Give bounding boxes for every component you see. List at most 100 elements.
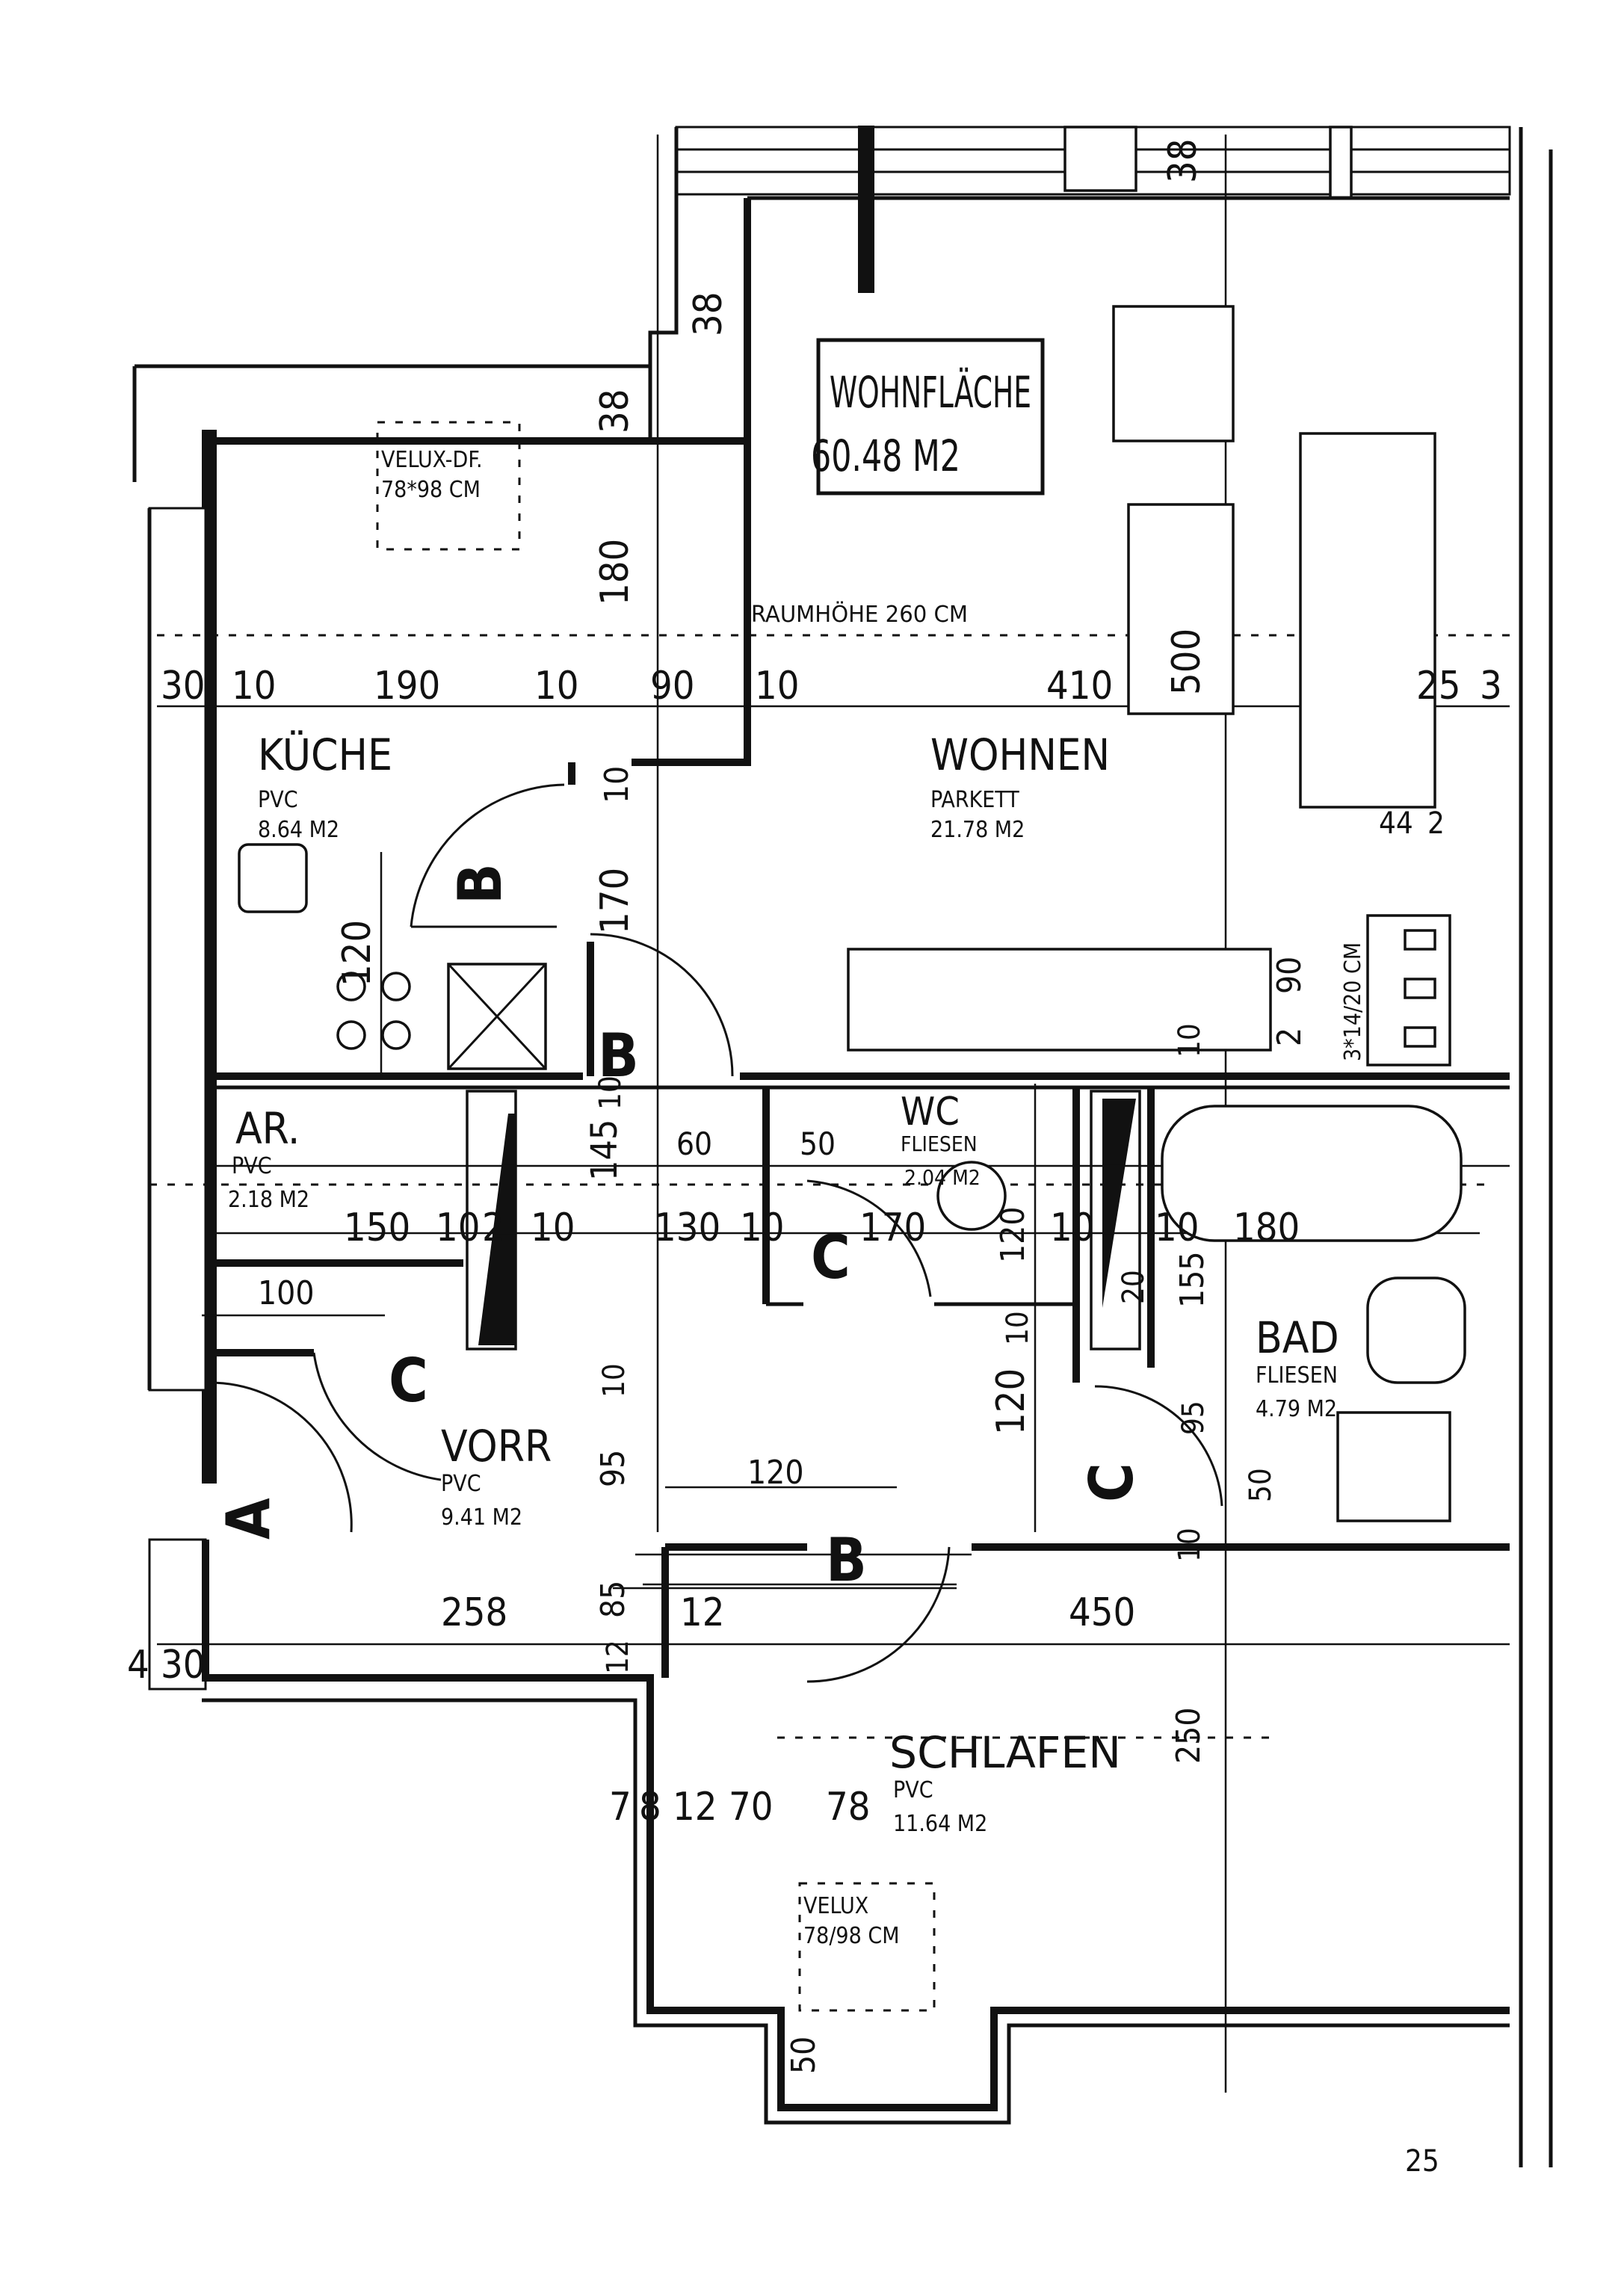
dim-78: 78 xyxy=(826,1785,871,1830)
dim-10e: 10 xyxy=(531,1205,575,1250)
schlafen-floor: PVC xyxy=(893,1777,933,1803)
dim-120: 120 xyxy=(994,1206,1032,1263)
dim-30: 30 xyxy=(161,664,206,709)
velux-bed-l1: VELUX xyxy=(803,1893,868,1919)
area-summary: WOHNFLÄCHE 60.48 M2 RAUMHÖHE 260 CM xyxy=(751,338,1045,628)
kueche-floor: PVC xyxy=(258,787,298,813)
marker-a-entry: A xyxy=(214,1498,283,1540)
dim-25: 25 xyxy=(1416,664,1461,709)
dim-170: 170 xyxy=(859,1205,926,1250)
ar-area: 2.18 M2 xyxy=(228,1187,309,1213)
dim-12: 12 xyxy=(680,1590,725,1635)
bad-area: 4.79 M2 xyxy=(1256,1396,1337,1422)
dim-10v4: 10 xyxy=(1001,1311,1035,1345)
dim-130: 130 xyxy=(654,1205,720,1250)
dim-95v1: 95 xyxy=(1176,1401,1211,1435)
coffee-table xyxy=(1127,503,1235,715)
dim-10g: 10 xyxy=(1050,1205,1095,1250)
wc-name: WC xyxy=(901,1090,960,1134)
dim-90: 90 xyxy=(650,664,695,709)
dim-20v: 20 xyxy=(1117,1270,1151,1304)
vorr-area: 9.41 M2 xyxy=(441,1504,522,1531)
dim-180v: 180 xyxy=(593,539,637,605)
marker-b-living: B xyxy=(598,1021,639,1090)
tv-sideboard xyxy=(847,948,1272,1052)
dim-30b: 30 xyxy=(161,1643,206,1688)
dim-190: 190 xyxy=(374,664,440,709)
dim-150: 150 xyxy=(344,1205,410,1250)
kueche-area: 8.64 M2 xyxy=(258,817,339,843)
velux-bedroom-outline xyxy=(798,1882,936,2012)
dim-50v: 50 xyxy=(1244,1468,1278,1502)
dim-10b: 10 xyxy=(534,664,579,709)
room-labels: KÜCHE PVC 8.64 M2 WOHNEN PARKETT 21.78 M… xyxy=(228,729,1339,1837)
dim-95v2: 95 xyxy=(594,1450,632,1487)
dim-25b: 25 xyxy=(1405,2144,1439,2179)
dim-10v3: 10 xyxy=(593,1075,628,1110)
dim-10f: 10 xyxy=(740,1205,785,1250)
summary-title: WOHNFLÄCHE xyxy=(830,367,1031,418)
dim-38c: 38 xyxy=(1161,138,1205,183)
sofa xyxy=(1299,432,1436,809)
schlafen-name: SCHLAFEN xyxy=(889,1727,1121,1778)
velux-windows xyxy=(376,421,936,2012)
dim-10: 10 xyxy=(232,664,277,709)
dim-85: 85 xyxy=(594,1581,632,1618)
wohnen-floor: PARKETT xyxy=(930,787,1019,813)
dim-450: 450 xyxy=(1069,1590,1135,1635)
dim-10h: 10 xyxy=(1155,1205,1200,1250)
dim-70: 70 xyxy=(729,1785,774,1830)
doors xyxy=(209,783,1223,1683)
dim-10v5: 10 xyxy=(597,1363,632,1398)
dim-145: 145 xyxy=(584,1120,626,1181)
dim-2v: 2 xyxy=(1271,1028,1309,1046)
velux-kitchen-l2: 78*98 CM xyxy=(381,477,481,503)
dim-10c: 10 xyxy=(755,664,800,709)
section-markers: B B B C C C A xyxy=(214,863,1146,1595)
dim-2h: 2 xyxy=(1427,806,1445,841)
dim-120h: 120 xyxy=(747,1454,804,1492)
dim-2: 2 xyxy=(482,1205,504,1250)
schlafen-area: 11.64 M2 xyxy=(893,1811,987,1837)
dim-4: 4 xyxy=(127,1643,149,1688)
dim-50: 50 xyxy=(800,1126,836,1162)
dim-12b: 12 xyxy=(673,1785,717,1830)
ar-name: AR. xyxy=(235,1103,300,1154)
wohnen-name: WOHNEN xyxy=(930,729,1110,780)
velux-bed-l2: 78/98 CM xyxy=(803,1923,899,1949)
dim-38b: 38 xyxy=(593,389,637,433)
wc-floor: FLIESEN xyxy=(901,1132,978,1156)
kitchen-sink xyxy=(238,843,308,913)
dim-50v2: 50 xyxy=(785,2037,823,2074)
dimension-text: 30 10 190 10 90 10 4 10 25 3 145 60 50 15… xyxy=(127,138,1502,2179)
bad-name: BAD xyxy=(1256,1312,1339,1363)
vorr-name: VORR xyxy=(441,1421,552,1472)
velux-kitchen-l1: VELUX-DF. xyxy=(381,447,483,473)
outer-walls xyxy=(132,126,1553,2167)
dim-180: 180 xyxy=(1233,1205,1300,1250)
vorr-floor: PVC xyxy=(441,1471,481,1497)
marker-c-vorr: C xyxy=(389,1346,428,1416)
kueche-name: KÜCHE xyxy=(258,729,392,780)
ar-floor: PVC xyxy=(232,1153,272,1179)
dim-3: 3 xyxy=(1480,664,1502,709)
dim-120v: 120 xyxy=(335,920,380,987)
bad-floor: FLIESEN xyxy=(1256,1362,1338,1389)
dim-500: 500 xyxy=(1164,629,1209,695)
dim-155v: 155 xyxy=(1173,1251,1211,1308)
dim-8: 8 xyxy=(639,1785,661,1830)
dim-60: 60 xyxy=(676,1126,712,1162)
washbasin xyxy=(1366,1276,1466,1384)
window-labels: VELUX-DF. 78*98 CM VELUX 78/98 CM 3*14/2… xyxy=(381,447,1366,1949)
wohnen-area: 21.78 M2 xyxy=(930,817,1025,843)
room-height: RAUMHÖHE 260 CM xyxy=(751,601,968,628)
marker-c-bad: C xyxy=(1077,1463,1146,1502)
bathtub xyxy=(1161,1105,1463,1242)
dim-10v2: 10 xyxy=(1173,1023,1207,1058)
marker-b-hall: B xyxy=(826,1525,867,1595)
dim-10v1: 10 xyxy=(598,766,636,803)
dim-120v2: 120 xyxy=(989,1368,1034,1435)
stove-label: 3*14/20 CM xyxy=(1340,942,1366,1061)
summary-area: 60.48 M2 xyxy=(811,430,960,481)
dim-258: 258 xyxy=(441,1590,507,1635)
